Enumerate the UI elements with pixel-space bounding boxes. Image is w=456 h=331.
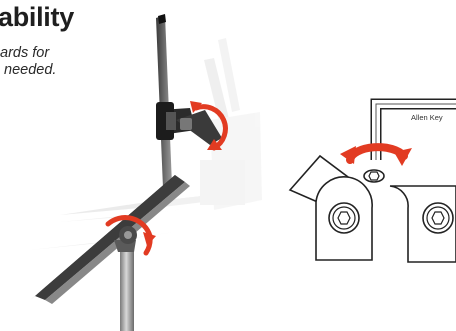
stand-pole (114, 226, 137, 331)
center-hex-bolt (364, 170, 384, 182)
laptop-stand-illustration (0, 0, 280, 331)
hex-socket-icon (423, 203, 453, 233)
hex-socket-icon (329, 203, 359, 233)
hinge-block-left (290, 156, 372, 260)
laptop-tilted (30, 175, 190, 304)
hinge-block-right (390, 186, 456, 262)
allen-key-label: Allen Key (411, 113, 443, 122)
laptop-screen-upright (156, 14, 172, 188)
